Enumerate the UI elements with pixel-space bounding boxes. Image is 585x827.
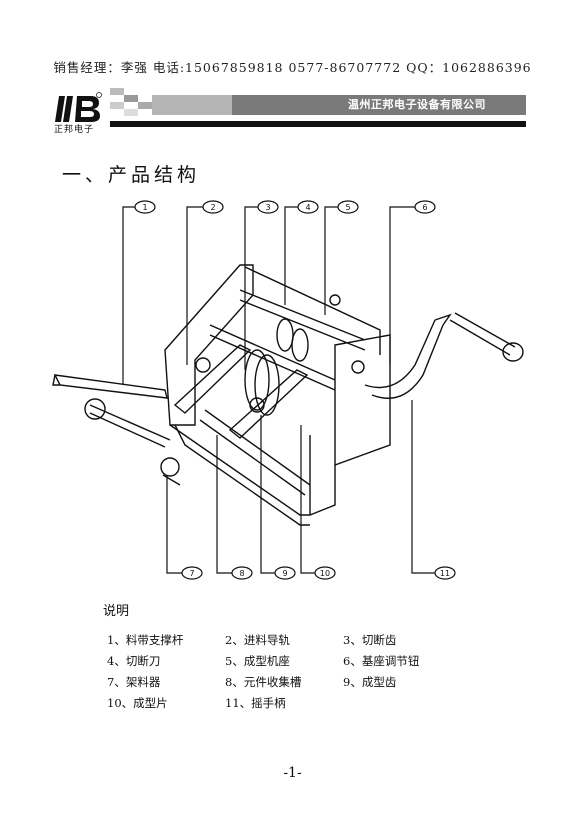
header-banner (110, 88, 526, 127)
callout-9 (260, 415, 296, 580)
parts-legend: 1、料带支撑杆 2、进料导轨 3、切断齿 4、切断刀 5、成型机座 6、基座调节… (107, 630, 461, 714)
company-name: 温州正邦电子设备有限公司 (348, 98, 486, 111)
legend-item: 7、架料器 (107, 675, 161, 689)
legend-item: 3、切断齿 (343, 633, 397, 647)
callout-3 (244, 200, 279, 370)
section-heading: 一、产品结构 (62, 164, 201, 186)
legend-item: 10、成型片 (107, 696, 168, 710)
callout-10 (300, 425, 336, 580)
callout-2 (186, 200, 224, 365)
legend-row: 4、切断刀 5、成型机座 6、基座调节钮 (107, 651, 461, 672)
callout-label-6: 6 (422, 203, 427, 212)
logo-text: 正邦电子 (54, 125, 95, 135)
callout-5 (324, 200, 359, 315)
callout-label-5: 5 (345, 203, 350, 212)
legend-row: 10、成型片 11、摇手柄 (107, 693, 461, 714)
callout-label-8: 8 (239, 569, 244, 578)
contact-line: 销售经理：李强 电话:15067859818 0577-86707772 QQ：… (53, 60, 532, 75)
machine-drawing (52, 264, 524, 526)
legend-row: 1、料带支撑杆 2、进料导轨 3、切断齿 (107, 630, 461, 651)
legend-item (343, 693, 461, 714)
callout-label-1: 1 (142, 203, 147, 212)
company-logo (55, 92, 102, 122)
legend-row: 7、架料器 8、元件收集槽 9、成型齿 (107, 672, 461, 693)
legend-item: 2、进料导轨 (225, 633, 290, 647)
product-structure-diagram: 1 2 3 4 5 6 7 8 9 10 11 (52, 200, 524, 580)
legend-item: 11、摇手柄 (225, 696, 286, 710)
legend-item: 8、元件收集槽 (225, 675, 302, 689)
callout-label-9: 9 (282, 569, 287, 578)
callout-8 (216, 435, 253, 580)
callout-6 (389, 200, 436, 365)
callout-4 (284, 200, 319, 305)
callout-label-11: 11 (440, 569, 450, 578)
callout-label-10: 10 (320, 569, 330, 578)
callout-label-7: 7 (189, 569, 194, 578)
legend-item: 9、成型齿 (343, 675, 397, 689)
callout-7 (166, 475, 203, 580)
legend-item: 6、基座调节钮 (343, 654, 420, 668)
callout-label-4: 4 (305, 203, 310, 212)
legend-item: 5、成型机座 (225, 654, 290, 668)
callout-11 (411, 400, 456, 580)
page-number: -1- (283, 765, 302, 781)
legend-item: 4、切断刀 (107, 654, 161, 668)
description-title: 说明 (103, 604, 130, 619)
callout-label-2: 2 (210, 203, 215, 212)
callout-1 (122, 200, 156, 385)
legend-item: 1、料带支撑杆 (107, 633, 184, 647)
callout-label-3: 3 (265, 203, 270, 212)
